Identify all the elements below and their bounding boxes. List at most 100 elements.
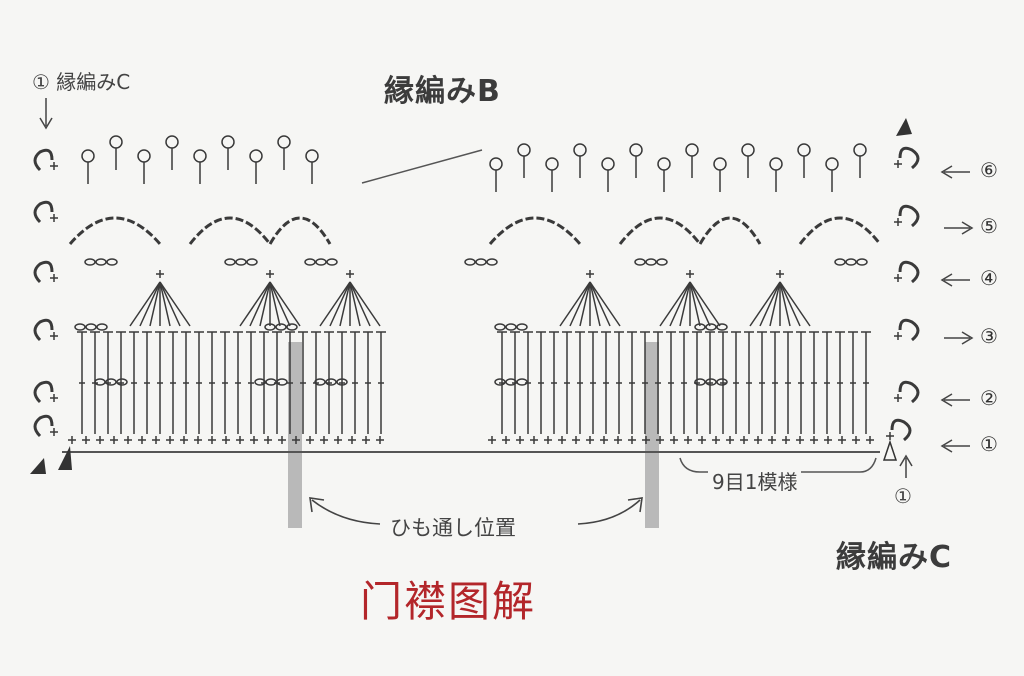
picot-symbol [741, 143, 755, 157]
single-crochet-symbol [628, 436, 636, 444]
single-crochet-symbol [886, 432, 894, 440]
chain-symbol [494, 378, 506, 386]
double-crochet-symbol [653, 331, 663, 434]
edging-c-loop [898, 318, 920, 342]
fan-stitch-line [689, 281, 701, 327]
single-crochet-symbol [138, 436, 146, 444]
single-crochet-symbol [782, 436, 790, 444]
fan-stitch-line [589, 281, 611, 327]
single-crochet-symbol [334, 436, 342, 444]
single-crochet-symbol [586, 270, 594, 278]
edging-c-loop [33, 318, 54, 342]
double-crochet-symbol [861, 331, 871, 434]
single-crochet-symbol [266, 270, 274, 278]
fan-stitch-line [139, 281, 161, 327]
fan-stitch-line [779, 281, 801, 327]
chain-symbol [326, 258, 338, 266]
start-triangle-bottom-right [882, 439, 898, 461]
double-crochet-symbol [731, 331, 741, 434]
single-crochet-symbol [740, 436, 748, 444]
chain-symbol [475, 258, 487, 266]
double-crochet-symbol [536, 331, 546, 434]
fan-stitch-line [319, 281, 351, 327]
chain-symbol [235, 258, 247, 266]
single-crochet-symbol [866, 436, 874, 444]
single-crochet-symbol [614, 436, 622, 444]
fan-stitch-line [559, 281, 591, 327]
fan-stitch-line [339, 281, 351, 327]
picot-symbol [573, 143, 587, 157]
single-crochet-symbol [544, 436, 552, 444]
edging-c-loop [898, 380, 920, 404]
chain-arc-symbol [698, 216, 762, 245]
picot-symbol [769, 157, 783, 171]
chain-symbol [834, 258, 846, 266]
chain-symbol [304, 258, 316, 266]
chain-symbol [634, 258, 646, 266]
double-crochet-symbol [285, 331, 295, 434]
picot-symbol [489, 157, 503, 171]
double-crochet-symbol [718, 331, 728, 434]
row-label-6: ⑥ [980, 158, 998, 182]
chain-symbol [275, 323, 287, 331]
chain-symbol [74, 323, 86, 331]
fan-stitch-line [239, 281, 271, 327]
single-crochet-symbol [376, 436, 384, 444]
single-crochet-symbol [838, 436, 846, 444]
picot-symbol [657, 157, 671, 171]
double-crochet-symbol [822, 331, 832, 434]
row-label-3: ③ [980, 324, 998, 348]
edging-c-left-label: ① 縁編みC [32, 70, 131, 94]
single-crochet-symbol [642, 436, 650, 444]
picot-symbol [221, 135, 235, 149]
chain-symbol [105, 378, 117, 386]
picot-symbol [165, 135, 179, 149]
single-crochet-symbol [320, 436, 328, 444]
single-crochet-symbol [796, 436, 804, 444]
edging-b-leader-line [361, 149, 483, 184]
edging-c-loop [898, 146, 920, 170]
row-label-5: ⑤ [980, 214, 998, 238]
double-crochet-symbol [601, 331, 611, 434]
picot-symbol [249, 149, 263, 163]
single-crochet-symbol [684, 436, 692, 444]
chain-symbol [516, 378, 528, 386]
double-crochet-symbol [770, 331, 780, 434]
single-crochet-symbol [110, 436, 118, 444]
picot-symbol [685, 143, 699, 157]
single-crochet-symbol [516, 436, 524, 444]
double-crochet-symbol [705, 331, 715, 434]
double-crochet-symbol [233, 331, 243, 434]
single-crochet-symbol [670, 436, 678, 444]
picot-symbol [797, 143, 811, 157]
edging-c-loop [33, 414, 54, 438]
single-crochet-symbol [776, 270, 784, 278]
double-crochet-symbol [207, 331, 217, 434]
double-crochet-symbol [298, 331, 308, 434]
edging-c-loop [890, 418, 912, 442]
picot-symbol [81, 149, 95, 163]
edging-c-loop [898, 260, 920, 284]
single-crochet-symbol [558, 436, 566, 444]
single-crochet-symbol [222, 436, 230, 444]
double-crochet-symbol [640, 331, 650, 434]
picot-symbol [825, 157, 839, 171]
fan-stitch-line [149, 281, 161, 327]
single-crochet-symbol [600, 436, 608, 444]
single-crochet-symbol [586, 436, 594, 444]
fan-stitch-line [329, 281, 351, 327]
single-crochet-symbol [686, 270, 694, 278]
chain-symbol [656, 258, 668, 266]
chain-arc-symbol [188, 216, 272, 245]
cord-arrow-left [311, 499, 381, 525]
double-crochet-symbol [614, 331, 624, 434]
single-crochet-symbol [894, 274, 902, 282]
cord-position-label: ひも通し位置 [390, 516, 516, 540]
chain-symbol [705, 323, 717, 331]
chain-symbol [96, 323, 108, 331]
single-crochet-symbol [156, 270, 164, 278]
fan-stitch-line [159, 281, 171, 327]
fan-stitch-line [659, 281, 691, 327]
